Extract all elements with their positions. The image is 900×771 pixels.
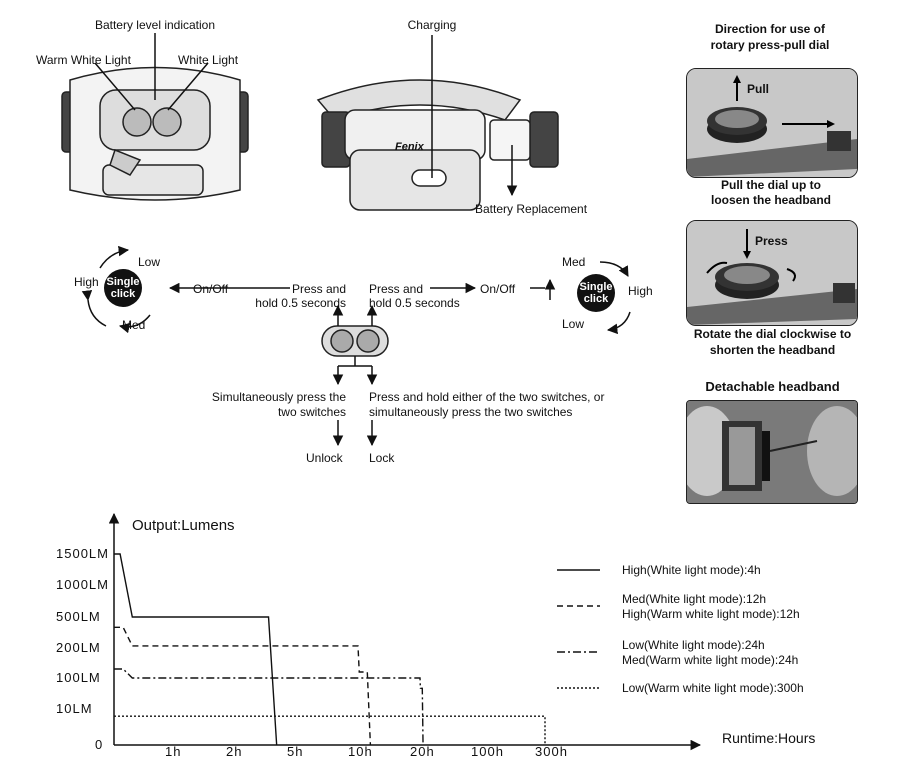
press-caption-2: shorten the headband (709, 343, 836, 357)
x-tick-label: 100h (471, 744, 504, 759)
left-badge-line1: Single (106, 276, 140, 288)
detachable-headband-title: Detachable headband (705, 379, 840, 394)
simultaneous-line1: Simultaneously press the (211, 390, 346, 404)
right-cycle-low: Low (562, 317, 585, 331)
right-press-line2: hold 0.5 seconds (369, 296, 460, 310)
warm-white-label: Warm White Light (36, 53, 131, 67)
press-dial-photo: Press (686, 220, 858, 326)
x-tick-label: 10h (348, 744, 373, 759)
y-tick-label: 0 (95, 737, 104, 752)
left-press-line2: hold 0.5 seconds (255, 296, 346, 310)
legend-label: High(White light mode):4h (622, 563, 761, 577)
pull-caption-1: Pull the dial up to (721, 178, 821, 192)
x-tick-label: 2h (226, 744, 243, 759)
series-line-solid (114, 553, 278, 746)
right-badge-line1: Single (579, 281, 613, 293)
y-tick-label: 500LM (56, 609, 101, 624)
unlock-label: Unlock (306, 451, 343, 465)
series-line-dotted (114, 715, 546, 745)
pull-caption-2: loosen the headband (710, 193, 831, 207)
left-press-line1: Press and (291, 282, 346, 296)
legend-label: Low(White light mode):24h (622, 638, 765, 652)
headlamp-top-illustration (316, 79, 559, 211)
series-line-dashed (114, 626, 372, 746)
y-tick-label: 200LM (56, 640, 101, 655)
brand-logo: Fenix (395, 141, 424, 153)
series-line-dashdot (114, 668, 424, 746)
right-onoff-label: On/Off (480, 282, 516, 296)
lock-label: Lock (369, 451, 395, 465)
legend-label: High(Warm white light mode):12h (622, 607, 800, 621)
x-tick-label: 300h (535, 744, 568, 759)
battery-replacement-label: Battery Replacement (475, 202, 588, 216)
legend-label: Med(Warm white light mode):24h (622, 653, 799, 667)
left-onoff-label: On/Off (193, 282, 229, 296)
x-tick-label: 5h (287, 744, 304, 759)
dial-title-2: rotary press-pull dial (710, 38, 830, 52)
x-tick-label: 1h (165, 744, 182, 759)
dial-title-1: Direction for use of (714, 22, 825, 36)
switch-panel-illustration (321, 325, 389, 357)
legend-label: Med(White light mode):12h (622, 592, 767, 606)
detachable-headband-photo (686, 400, 858, 504)
x-tick-label: 20h (410, 744, 435, 759)
press-caption-1: Rotate the dial clockwise to (693, 327, 852, 341)
left-cycle-low: Low (138, 255, 161, 269)
left-cycle-high: High (74, 275, 99, 289)
legend-label: Low(Warm white light mode):300h (622, 681, 804, 695)
right-press-line1: Press and (369, 282, 424, 296)
y-tick-label: 1500LM (56, 546, 109, 561)
left-cycle-med: Med (122, 318, 146, 332)
charging-label: Charging (407, 18, 457, 32)
pull-dial-photo: Pull (686, 68, 858, 178)
x-axis-title: Runtime:Hours (722, 730, 816, 746)
either-line2: simultaneously press the two switches (369, 405, 573, 419)
battery-level-label: Battery level indication (94, 18, 216, 32)
left-badge-line2: click (110, 288, 136, 300)
right-badge-line2: click (583, 293, 609, 305)
press-label: Press (755, 234, 788, 248)
either-line1: Press and hold either of the two switche… (369, 390, 605, 404)
y-tick-label: 10LM (56, 701, 93, 716)
y-tick-label: 1000LM (56, 577, 109, 592)
y-axis-title: Output:Lumens (132, 517, 235, 534)
right-cycle-high: High (628, 284, 653, 298)
pull-label: Pull (747, 82, 770, 96)
white-light-label: White Light (178, 53, 239, 67)
simultaneous-line2: two switches (277, 405, 346, 419)
right-cycle-med: Med (562, 255, 586, 269)
y-tick-label: 100LM (56, 670, 101, 685)
